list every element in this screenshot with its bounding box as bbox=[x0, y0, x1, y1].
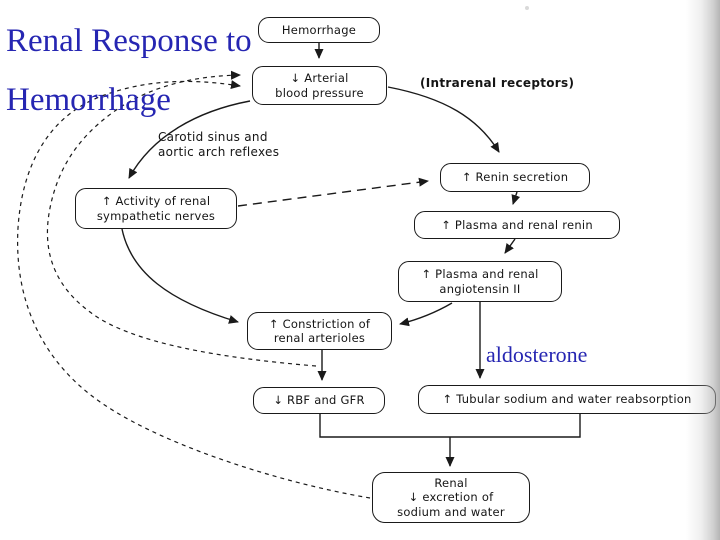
box-angiotensin: ↑ Plasma and renal angiotensin II bbox=[398, 261, 562, 302]
junction-lines bbox=[319, 414, 581, 438]
feedback-dashed-outer bbox=[16, 80, 371, 499]
feedback-dashed-inner bbox=[46, 70, 317, 367]
label-intrarenal-receptors: (Intrarenal receptors) bbox=[420, 76, 575, 90]
box-arterial-blood-pressure: ↓ Arterial blood pressure bbox=[252, 66, 387, 105]
box-constriction-arterioles: ↑ Constriction of renal arterioles bbox=[247, 312, 392, 350]
label-aldosterone: aldosterone bbox=[486, 342, 588, 367]
box-renal-excretion: Renal ↓ excretion of sodium and water bbox=[372, 472, 530, 523]
slide-title: Renal Response to Hemorrhage bbox=[6, 23, 252, 118]
arrow-activity-to-constriction bbox=[121, 228, 239, 324]
box-rbf-gfr: ↓ RBF and GFR bbox=[253, 387, 385, 414]
box-tubular-reabsorption: ↑ Tubular sodium and water reabsorption bbox=[418, 385, 716, 414]
box-sympathetic-activity: ↑ Activity of renal sympathetic nerves bbox=[75, 188, 237, 229]
arrow-renin-to-plasma-renin bbox=[511, 191, 521, 205]
box-hemorrhage: Hemorrhage bbox=[258, 17, 380, 43]
arrow-arterial-to-renin bbox=[387, 86, 500, 153]
arrow-plasma-renin-to-angiotensin bbox=[504, 238, 516, 254]
box-plasma-renal-renin: ↑ Plasma and renal renin bbox=[414, 211, 620, 239]
arrow-angiotensin-to-constriction bbox=[399, 302, 453, 327]
scan-speck bbox=[525, 6, 529, 10]
box-renin-secretion: ↑ Renin secretion bbox=[440, 163, 590, 192]
label-carotid-sinus-reflexes: Carotid sinus and aortic arch reflexes bbox=[158, 130, 280, 159]
arrow-activity-to-renin-dashed bbox=[237, 177, 429, 207]
arrow-arterial-to-activity bbox=[128, 100, 251, 179]
